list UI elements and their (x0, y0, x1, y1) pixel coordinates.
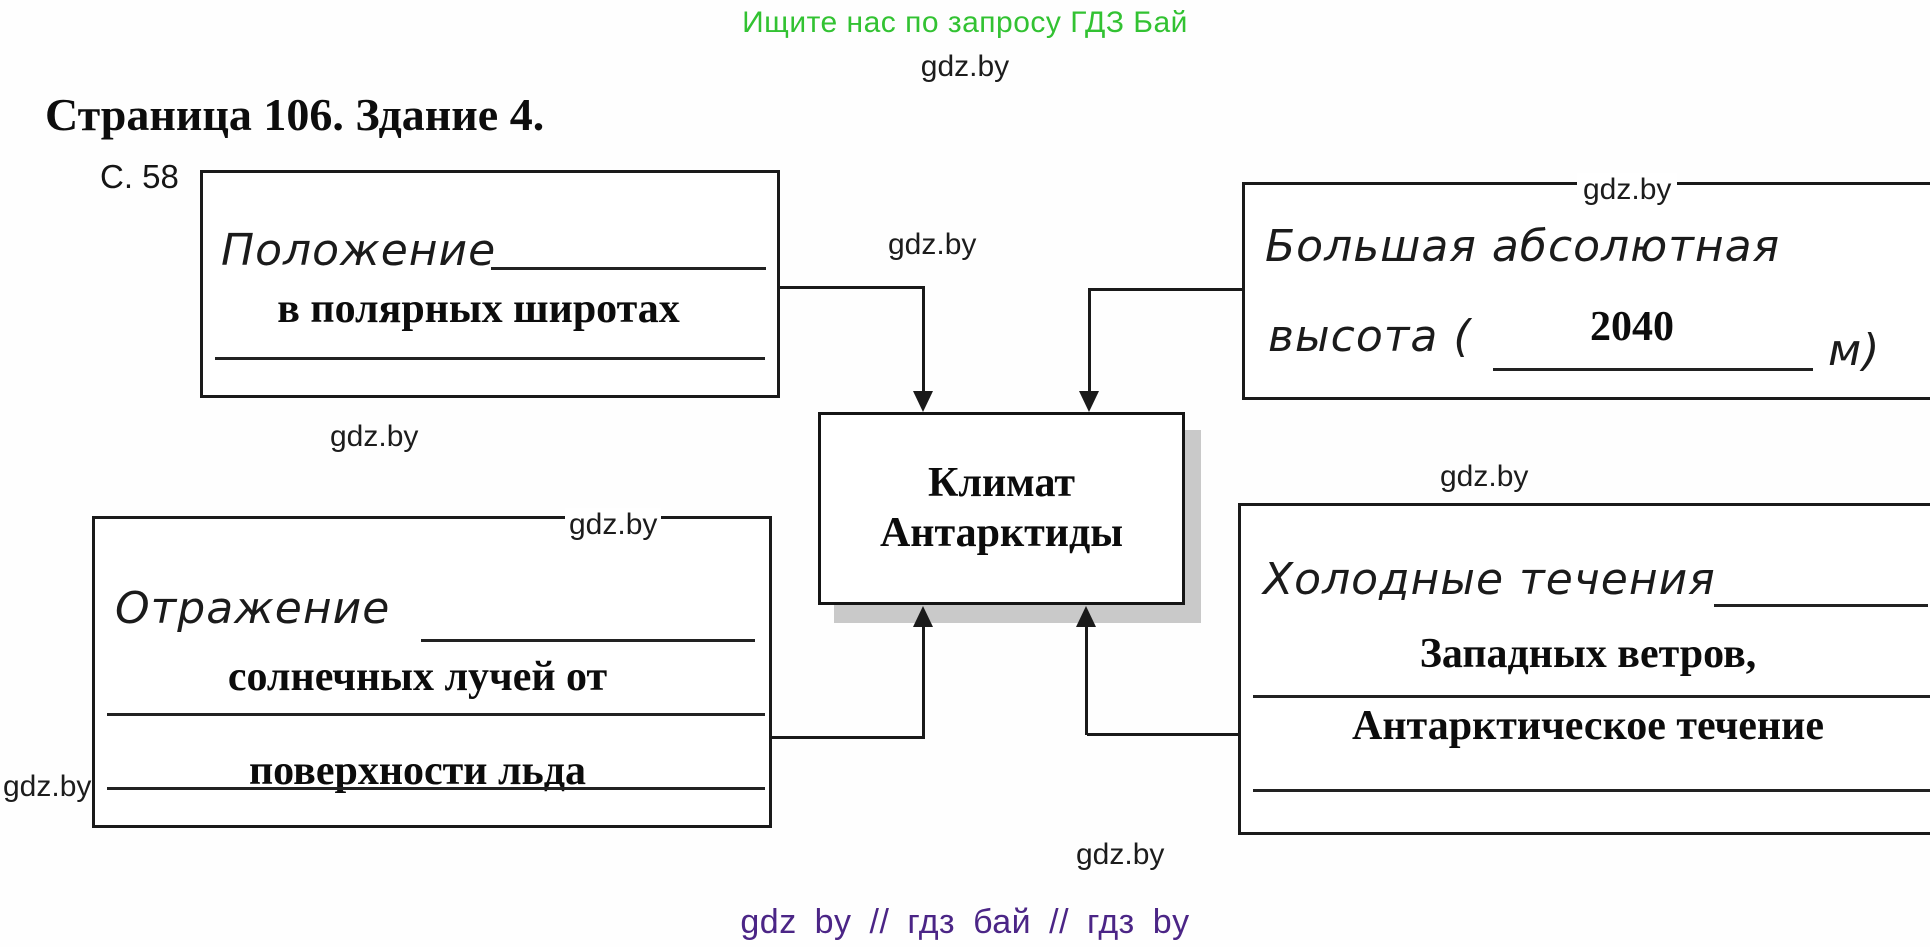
box-reflection-blank-line-3 (107, 787, 765, 790)
connector-bottom-left-horizontal (772, 736, 925, 739)
box-cold-currents-blank-line-2 (1253, 695, 1930, 698)
connector-bottom-right-horizontal (1087, 733, 1239, 736)
connector-top-right-vertical (1088, 288, 1091, 393)
box-reflection-blank-line-1 (421, 639, 755, 642)
box-climate-antarctica: Климат Антарктиды (818, 412, 1185, 605)
arrow-up-icon (913, 606, 933, 627)
connector-top-left-horizontal (779, 286, 925, 289)
watermark-bottom-center: gdz.by (1076, 838, 1165, 871)
arrow-up-icon (1076, 606, 1096, 627)
box-absolute-height-unit: м) (1828, 325, 1881, 376)
watermark-below-top-left: gdz.by (330, 420, 419, 453)
promo-banner-text: Ищите нас по запросу ГДЗ Бай (742, 6, 1188, 39)
box-absolute-height-prompt-line1: Большая абсолютная (1265, 221, 1781, 272)
connector-top-right-horizontal (1090, 288, 1244, 291)
climate-title-line1: Климат (927, 459, 1076, 506)
box-cold-currents-blank-line-3 (1253, 789, 1930, 792)
box-position-blank-line-2 (215, 357, 765, 360)
box-cold-currents-prompt: Холодные течения (1263, 554, 1716, 605)
box-position-blank-line-1 (491, 267, 766, 270)
box-position-answer: в полярных широтах (277, 286, 680, 332)
arrow-down-icon (1079, 391, 1099, 412)
box-absolute-height-answer: 2040 (1590, 304, 1674, 350)
watermark-top-right-box: gdz.by (1577, 173, 1678, 207)
box-cold-currents: Холодные течения Западных ветров, Антарк… (1238, 503, 1930, 835)
box-position-prompt: Положение (221, 225, 497, 276)
watermark-bottom-left-box: gdz.by (565, 508, 662, 542)
box-reflection-blank-line-2 (107, 713, 765, 716)
connector-bottom-right-vertical (1085, 625, 1088, 735)
watermark-top-center: gdz.by (920, 50, 1010, 83)
box-absolute-height: Большая абсолютная высота ( 2040 м) (1242, 182, 1930, 400)
watermark-above-center: gdz.by (888, 228, 977, 261)
box-position: Положение в полярных широтах (200, 170, 780, 398)
box-reflection-prompt: Отражение (115, 583, 391, 634)
box-reflection-answer-line2: поверхности льда (248, 748, 587, 794)
page-reference-label: С. 58 (100, 158, 179, 195)
connector-top-left-vertical (922, 286, 925, 394)
watermark-left-margin: gdz.by (3, 770, 92, 803)
climate-title-line2: Антарктиды (879, 509, 1124, 556)
box-reflection-answer-line1: солнечных лучей от (227, 654, 608, 700)
connector-bottom-left-vertical (922, 625, 925, 739)
page-title: Страница 106. Здание 4. (45, 89, 545, 140)
watermark-above-bottom-right: gdz.by (1440, 460, 1529, 493)
arrow-down-icon (913, 391, 933, 412)
box-reflection: Отражение солнечных лучей от поверхности… (92, 516, 772, 828)
box-cold-currents-answer-line1: Западных ветров, (1419, 631, 1757, 677)
box-absolute-height-blank-line (1493, 368, 1813, 371)
footer-search-tags: gdz by // гдз бай // гдз by (740, 903, 1190, 941)
box-cold-currents-answer-line2: Антарктическое течение (1352, 703, 1824, 749)
box-absolute-height-prompt-line2: высота ( (1268, 311, 1472, 362)
box-cold-currents-blank-line-1 (1714, 604, 1928, 607)
